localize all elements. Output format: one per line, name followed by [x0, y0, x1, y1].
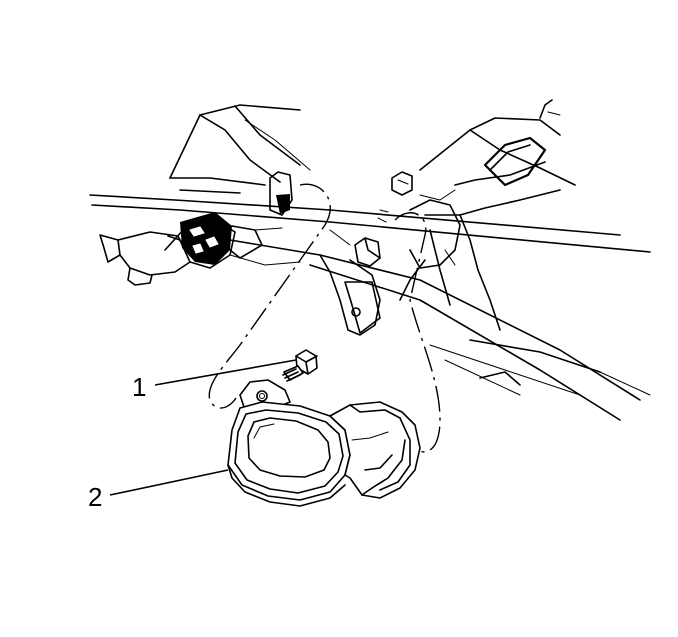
duct-assembly	[227, 379, 421, 507]
leader-line-2	[109, 469, 229, 496]
callout-1-label: 1	[132, 372, 146, 402]
callout-2-label: 2	[88, 482, 102, 512]
leader-lines	[109, 359, 297, 496]
bolt	[282, 349, 318, 382]
leader-line-1	[154, 359, 297, 386]
vehicle-structure	[89, 99, 651, 421]
phantom-alignment-lines	[208, 183, 441, 453]
